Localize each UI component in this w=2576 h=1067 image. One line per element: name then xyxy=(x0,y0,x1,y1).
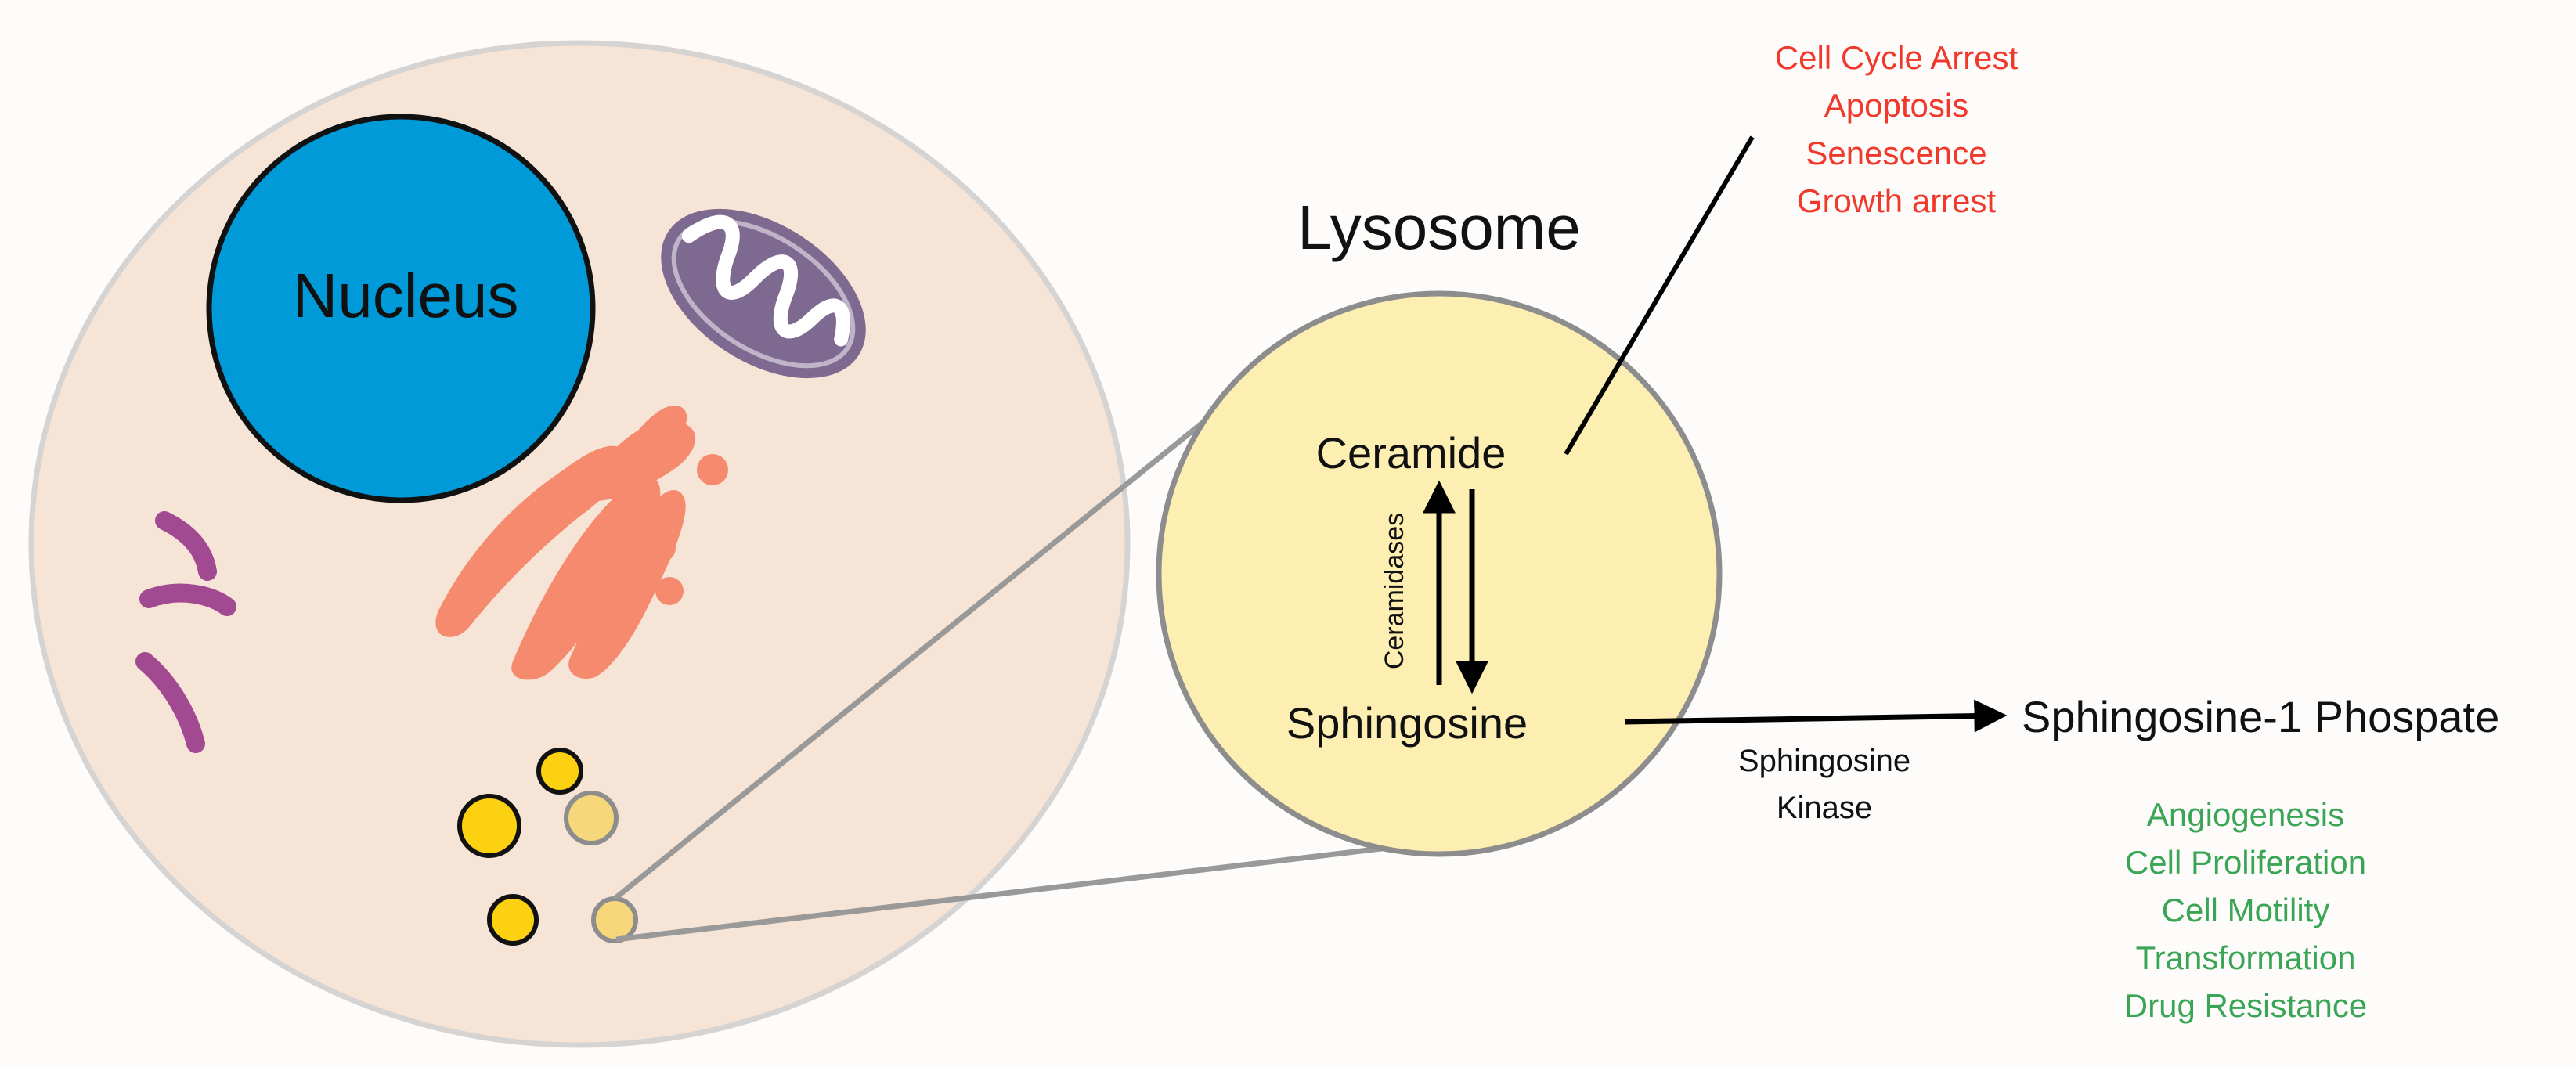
vesicle xyxy=(457,794,521,858)
ceramidases-label: Ceramidases xyxy=(1380,513,1409,669)
s1p-effect: Angiogenesis xyxy=(2147,796,2344,833)
endoplasmic-reticulum xyxy=(135,511,236,753)
vesicle xyxy=(536,748,583,795)
ceramide-effect: Apoptosis xyxy=(1824,87,1968,124)
vesicle-highlighted-lysosome xyxy=(591,896,638,943)
vesicle-light xyxy=(564,791,619,845)
s1p-effect: Cell Proliferation xyxy=(2125,844,2366,881)
lysosome-title: Lysosome xyxy=(1297,193,1581,262)
sphingosine-label: Sphingosine xyxy=(1286,698,1528,748)
golgi-apparatus xyxy=(435,406,728,680)
ceramide-label: Ceramide xyxy=(1316,428,1506,478)
s1p-label: Sphingosine-1 Phospate xyxy=(2022,692,2499,741)
vesicle xyxy=(487,894,539,946)
s1p-effect: Cell Motility xyxy=(2162,892,2330,928)
s1p-effect: Drug Resistance xyxy=(2124,987,2367,1024)
ceramide-effect: Senescence xyxy=(1806,135,1986,171)
zoom-lines xyxy=(612,380,1441,943)
kinase-label-line2: Kinase xyxy=(1777,791,1872,825)
ceramide-effect: Growth arrest xyxy=(1797,182,1997,219)
ceramide-effect: Cell Cycle Arrest xyxy=(1775,39,2019,76)
nucleus-label: Nucleus xyxy=(292,261,518,330)
s1p-effect: Transformation xyxy=(2136,939,2356,976)
kinase-label-line1: Sphingosine xyxy=(1738,744,1910,778)
mitochondrion xyxy=(661,208,866,379)
ceramide-effects-connector xyxy=(1564,135,1755,456)
ceramide-effects-list: Cell Cycle Arrest Apoptosis Senescence G… xyxy=(1775,39,2019,219)
vesicles xyxy=(457,748,638,946)
sphingosine-kinase-arrow xyxy=(1624,699,2008,733)
s1p-effects-list: Angiogenesis Cell Proliferation Cell Mot… xyxy=(2124,796,2367,1024)
nucleus xyxy=(206,114,596,503)
